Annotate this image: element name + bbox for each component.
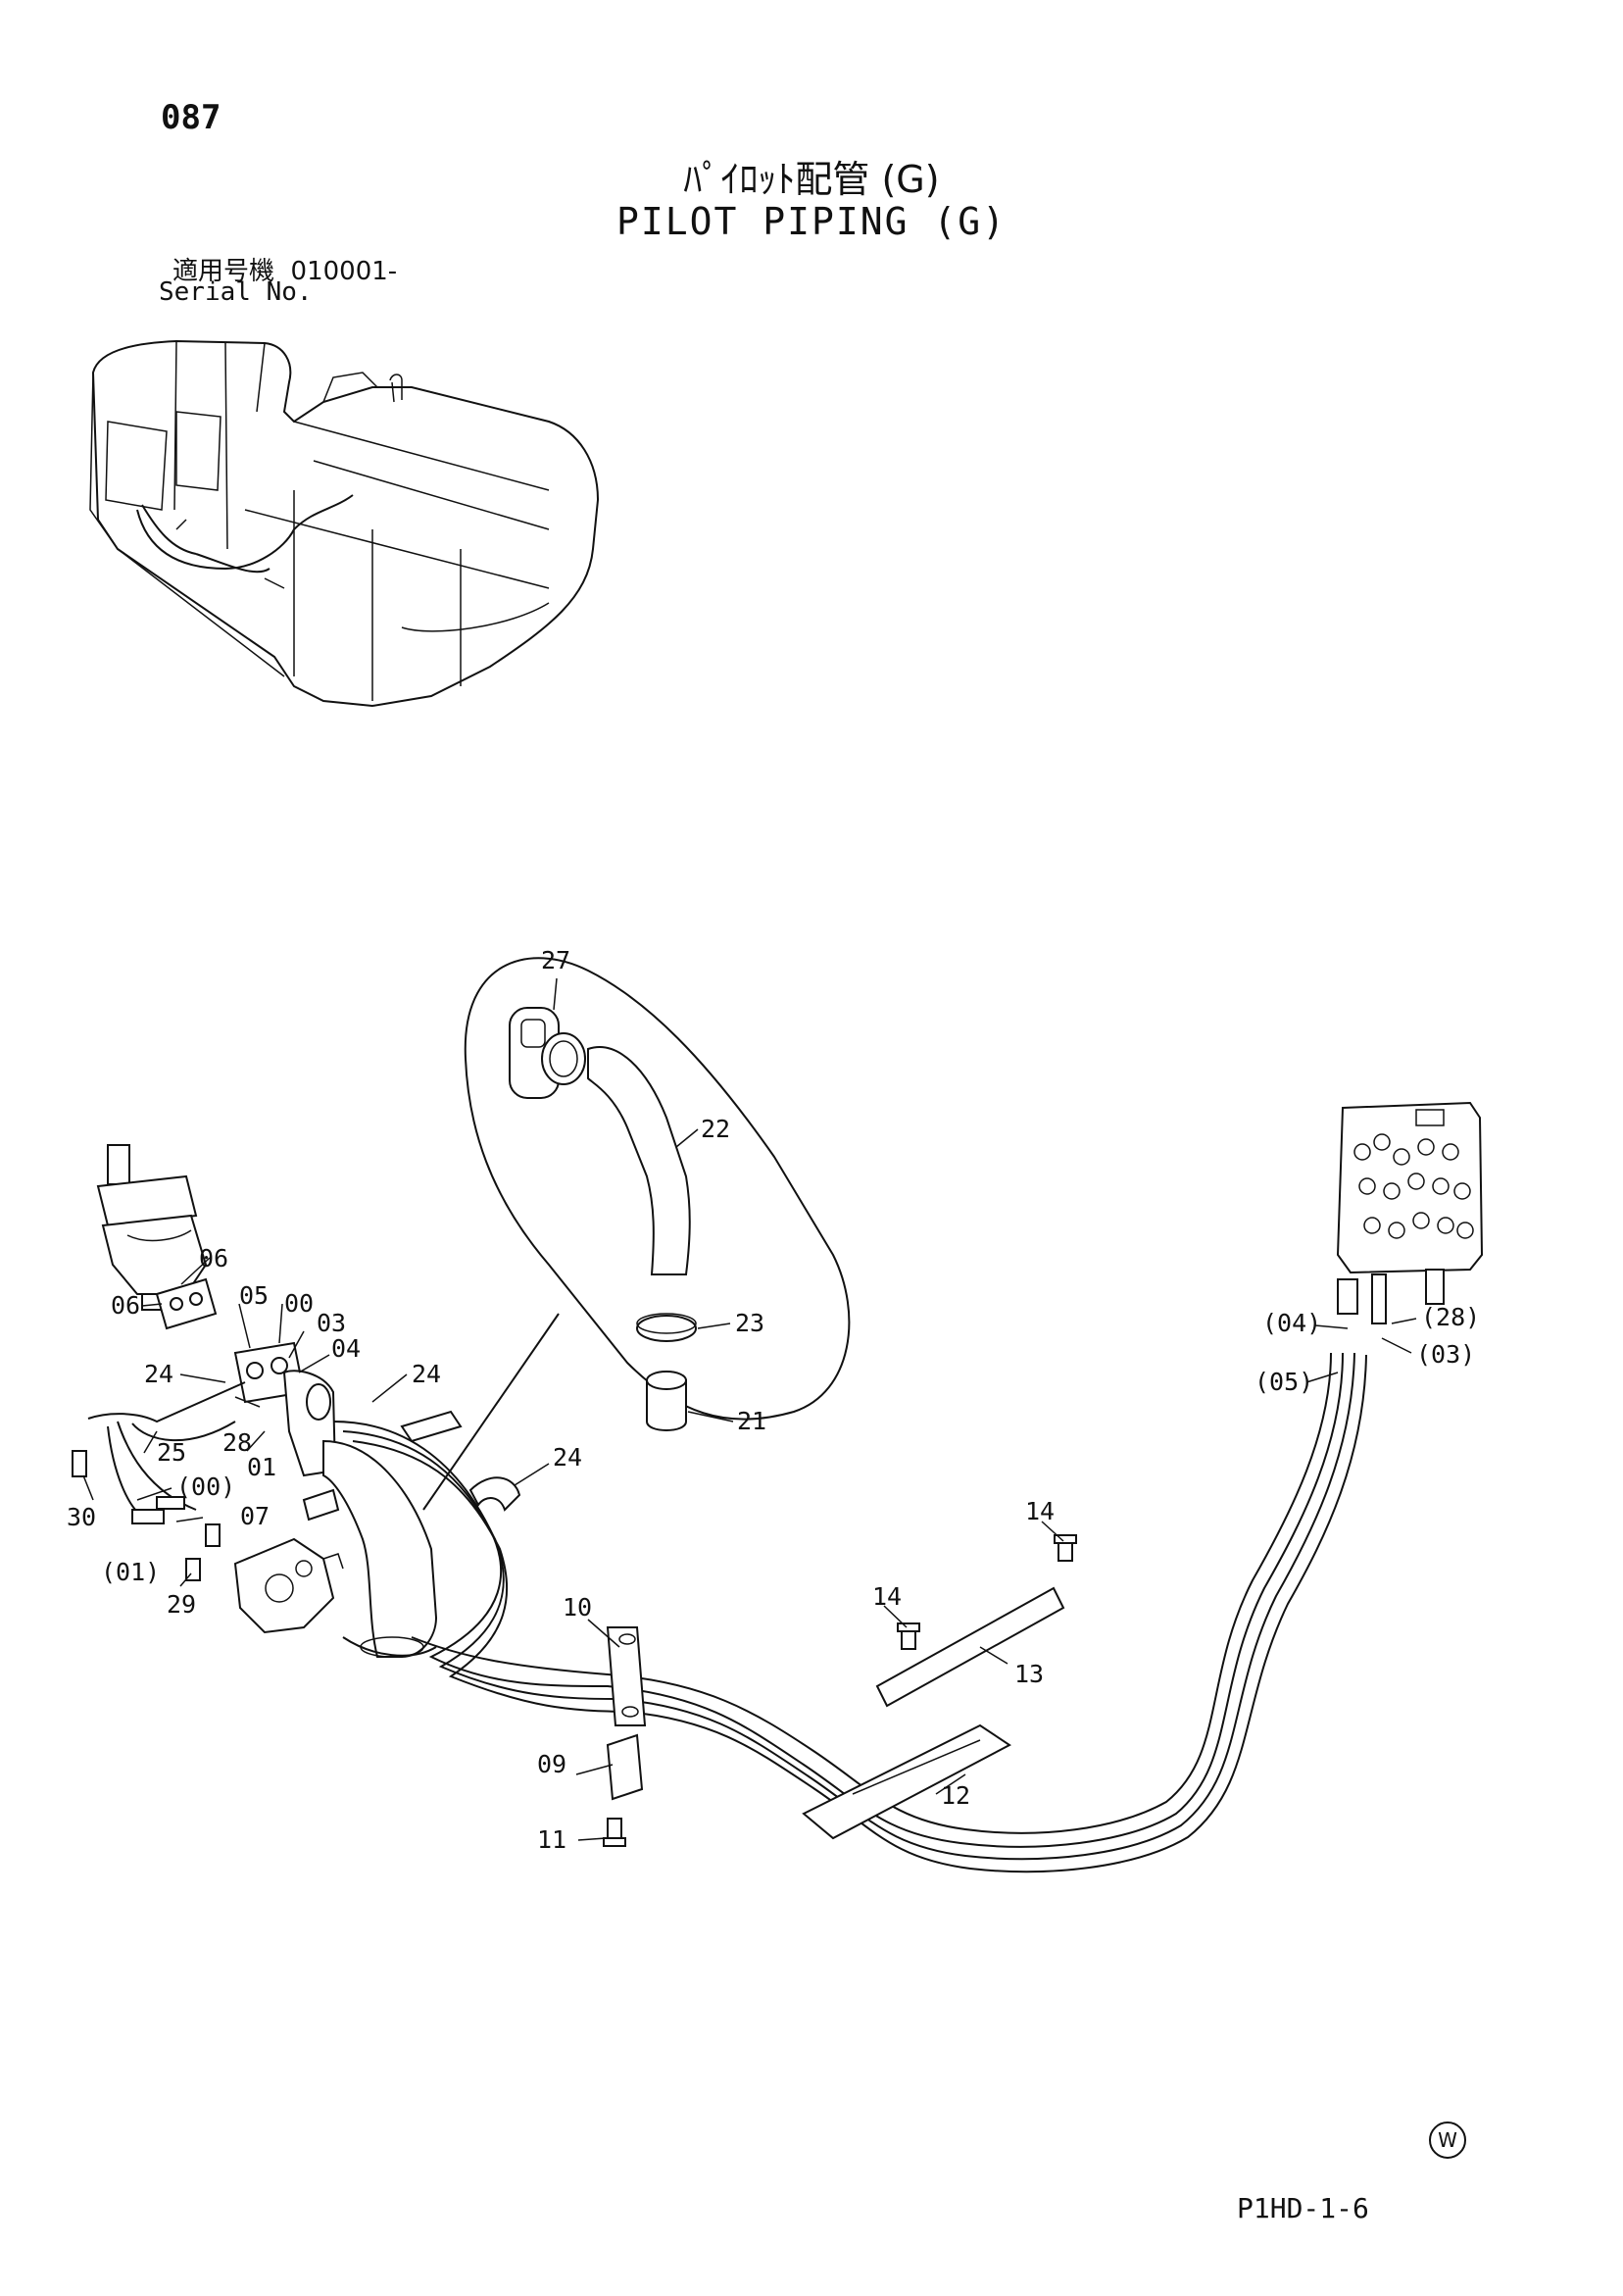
callout-27: 27: [541, 946, 570, 974]
cap-part-21: [646, 1379, 687, 1431]
callout-11: 11: [537, 1825, 566, 1854]
plate-part-09: [606, 1733, 644, 1801]
left-hoses: [72, 1381, 246, 1581]
bracket-upper: [400, 1410, 463, 1443]
title-japanese: ﾊﾟｲﾛｯﾄ配管 (G): [683, 158, 940, 201]
w-circle-mark: W: [1429, 2121, 1466, 2159]
callout-03-paren: (03): [1416, 1340, 1475, 1369]
callout-23: 23: [735, 1309, 764, 1337]
bolt-part-11: [603, 1818, 626, 1847]
control-valve-right: [1336, 1101, 1484, 1324]
callout-05: 05: [239, 1281, 269, 1310]
callout-13: 13: [1014, 1660, 1044, 1688]
hose-clamp-part-10: [606, 1626, 647, 1726]
bracket-part-12: [802, 1723, 1011, 1840]
callout-06-upper: 06: [199, 1244, 228, 1273]
callout-04-paren: (04): [1262, 1309, 1321, 1337]
title-english: PILOT PIPING (G): [615, 200, 1008, 243]
callout-10: 10: [563, 1593, 592, 1622]
bolt-part-14-lower: [897, 1622, 920, 1650]
serial-label-english: Serial No.: [159, 277, 313, 307]
callout-03: 03: [317, 1309, 346, 1337]
callout-21: 21: [737, 1407, 766, 1435]
page-number: 087: [161, 98, 221, 137]
clamp-part-23: [636, 1315, 697, 1342]
plate-part-13: [875, 1586, 1065, 1708]
callout-05-paren: (05): [1254, 1368, 1313, 1396]
callout-00: 00: [284, 1289, 314, 1318]
excavator-overview-illustration: [89, 339, 600, 708]
callout-29: 29: [167, 1590, 196, 1619]
serial-range: 010001-: [290, 257, 398, 286]
callout-24-top: 24: [412, 1360, 441, 1388]
callout-22: 22: [701, 1115, 730, 1143]
clamp-part-24: [468, 1476, 521, 1512]
callout-04: 04: [331, 1334, 361, 1363]
callout-14-lower: 14: [872, 1582, 902, 1611]
pilot-pump: [233, 1537, 344, 1634]
callout-25: 25: [157, 1438, 186, 1467]
callout-24-left: 24: [144, 1360, 173, 1388]
callout-01: 01: [247, 1453, 276, 1481]
callout-12: 12: [941, 1781, 970, 1810]
callout-30: 30: [67, 1503, 96, 1531]
callout-01-paren: (01): [101, 1558, 160, 1586]
hose-part-22: [587, 1046, 691, 1275]
callout-00-paren: (00): [176, 1472, 235, 1501]
callout-07: 07: [240, 1502, 270, 1530]
bolt-part-14-upper: [1054, 1534, 1077, 1562]
leader-lines: [82, 977, 1417, 1841]
bracket-lower: [302, 1488, 340, 1522]
callout-09: 09: [537, 1750, 566, 1778]
detail-view-oval: [464, 957, 851, 1431]
callout-14-upper: 14: [1025, 1497, 1055, 1525]
serial-label-japanese: 適用号機 010001-: [172, 251, 397, 287]
manifold-block: [155, 1277, 337, 1477]
drawing-code: P1HD-1-6: [1237, 2192, 1369, 2224]
callout-labels: 27 22 23 21 06 06 05 00 03 04 24 24 24 2…: [67, 946, 1480, 1854]
pilot-hose-bundle: [332, 1352, 1367, 1873]
callout-28-paren: (28): [1421, 1303, 1480, 1331]
suction-hose-assembly: [322, 1439, 438, 1658]
serial-label-jp-text: 適用号機: [172, 257, 275, 286]
callout-24-middle: 24: [553, 1443, 582, 1472]
callout-06-lower: 06: [111, 1291, 140, 1320]
callout-28: 28: [222, 1428, 252, 1457]
